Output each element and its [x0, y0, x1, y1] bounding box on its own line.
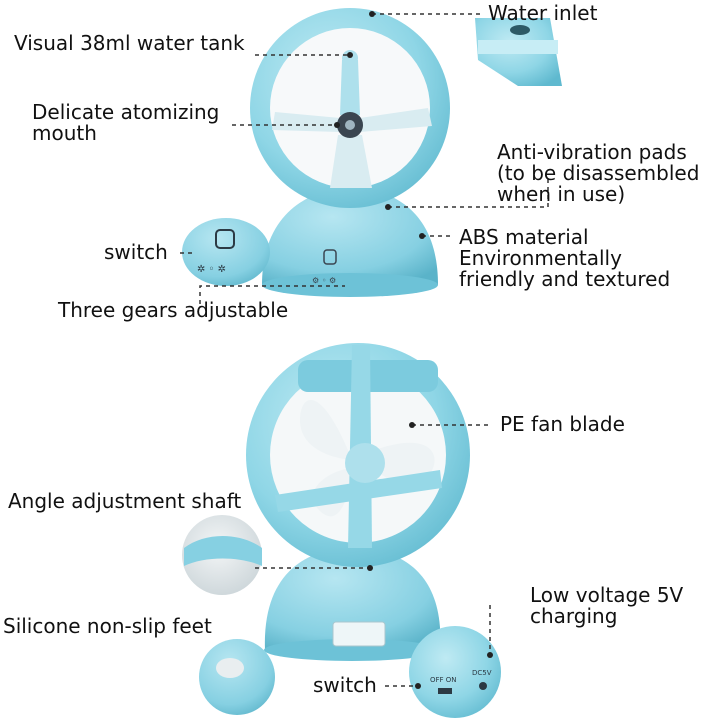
bottom-fan: [246, 343, 470, 661]
label-silicone-feet: Silicone non-slip feet: [3, 614, 212, 638]
leader-three-gears: [199, 285, 345, 304]
silicone-feet-zoom: [199, 639, 275, 715]
water-inlet-strip: [478, 40, 558, 54]
dot-pe-blade: [409, 422, 415, 428]
dot-low-voltage: [487, 652, 493, 658]
top-fan-bar-left: [272, 112, 340, 132]
label-switch-top: switch: [104, 240, 168, 264]
label-three-gears: Three gears adjustable: [58, 298, 289, 322]
label-low-voltage: Low voltage 5V charging: [530, 583, 684, 628]
label-abs-material: ABS material Environmentally friendly an…: [459, 225, 671, 291]
silicone-feet-pad: [216, 658, 244, 678]
charging-port: [479, 682, 487, 690]
bottom-fan-port-plate: [332, 621, 386, 647]
label-water-inlet: Water inlet: [488, 1, 598, 25]
leader-anti-vibration: [388, 178, 549, 208]
label-switch-bottom: switch: [313, 673, 377, 697]
bottom-fan-hub: [345, 443, 385, 483]
bottom-fan-base: [264, 548, 441, 650]
charging-zoom: OFF ON DC5V: [409, 626, 501, 718]
dot-angle-shaft: [367, 565, 373, 571]
switch-zoom-top: ✲ ◦ ✲: [182, 218, 270, 286]
water-inlet-hole: [510, 25, 530, 35]
water-inlet-zoom: [475, 18, 562, 86]
bottom-fan-base-bottom: [264, 639, 440, 661]
switch-zoom-button: [215, 229, 235, 249]
label-anti-vibration: Anti-vibration pads (to be disassembled …: [497, 140, 700, 206]
label-pe-fan-blade: PE fan blade: [500, 412, 625, 436]
label-water-tank: Visual 38ml water tank: [14, 31, 245, 55]
top-fan-switch-button: [323, 249, 337, 265]
label-angle-shaft: Angle adjustment shaft: [8, 489, 242, 513]
top-fan-base-bottom: [262, 273, 438, 297]
dot-water-tank: [347, 52, 353, 58]
top-fan-bar-right: [360, 108, 432, 132]
charging-zoom-circle: [409, 626, 501, 718]
leader-lines: [180, 13, 549, 687]
dot-anti-vibration: [385, 204, 391, 210]
dot-water-inlet: [369, 11, 375, 17]
top-fan-atomizer-hole: [345, 120, 355, 130]
top-fan-gear-icons: ⚙ ◦ ⚙: [312, 276, 336, 285]
dot-switch-bottom: [415, 683, 421, 689]
leader-dots: [334, 11, 493, 689]
angle-shaft-zoom-part: [184, 536, 262, 566]
off-on-switch: [438, 688, 452, 694]
angle-shaft-zoom: [182, 515, 262, 595]
bottom-fan-bar-h: [275, 470, 442, 512]
bottom-fan-blade-1: [300, 400, 352, 460]
switch-zoom-icons: ✲ ◦ ✲: [197, 264, 226, 275]
device-off-on-text: OFF ON: [430, 676, 457, 684]
top-fan-bar-bottom: [330, 135, 372, 188]
top-fan: ⚙ ◦ ⚙: [250, 8, 450, 297]
dot-abs: [419, 233, 425, 239]
top-fan-water-tank: [340, 60, 360, 115]
top-fan-base: [262, 188, 438, 285]
dot-atomizing: [334, 122, 340, 128]
device-dc5v-text: DC5V: [472, 669, 492, 677]
silicone-feet-zoom-circle: [199, 639, 275, 715]
switch-zoom-shape: [182, 218, 270, 286]
label-atomizing-mouth: Delicate atomizing mouth: [32, 100, 220, 145]
